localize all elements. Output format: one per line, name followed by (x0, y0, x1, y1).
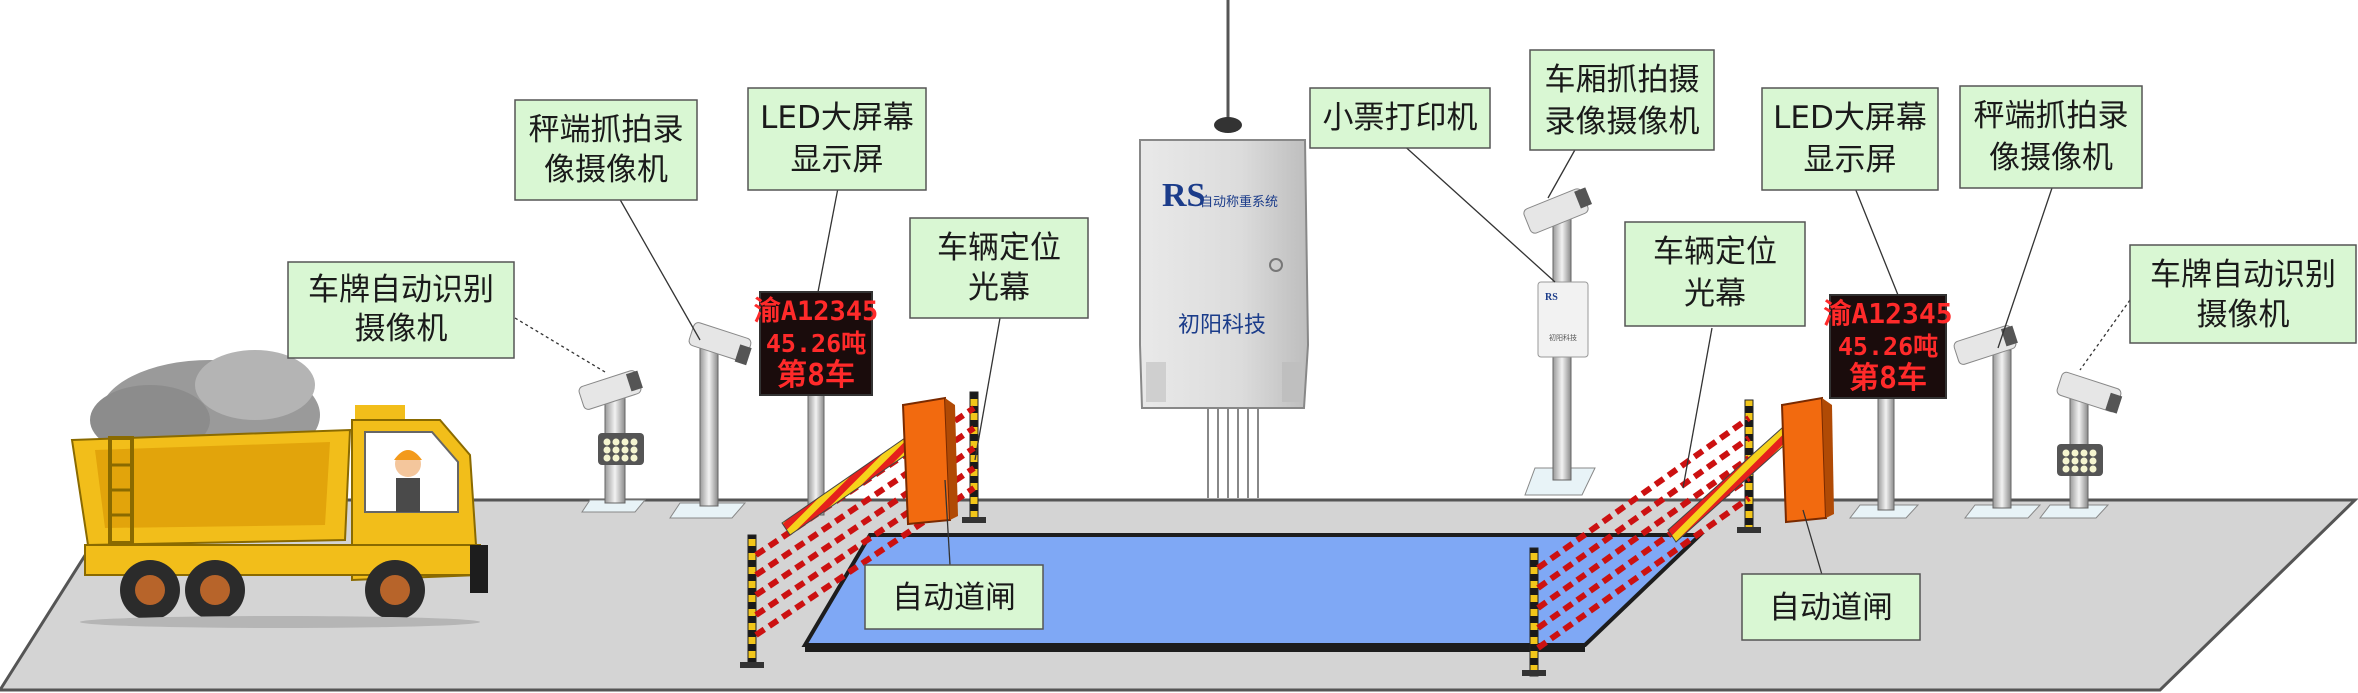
label-plate-camera-left: 车牌自动识别 摄像机 (287, 261, 515, 359)
svg-text:显示屏: 显示屏 (1804, 142, 1897, 178)
svg-text:摄像机: 摄像机 (355, 311, 448, 347)
label-plate-camera-right: 车牌自动识别 摄像机 (2129, 244, 2357, 344)
scale-platform-edge (805, 645, 1585, 652)
cabinet-system: 自动称重系统 (1200, 194, 1278, 210)
leader-lines (514, 141, 2131, 586)
svg-text:车辆定位: 车辆定位 (1653, 234, 1777, 270)
svg-text:秤端抓拍录: 秤端抓拍录 (1974, 98, 2129, 134)
led-right-carno: 第8车 (1849, 361, 1927, 396)
label-ticket-printer: 小票打印机 (1309, 87, 1491, 149)
svg-text:车辆定位: 车辆定位 (937, 230, 1061, 266)
label-light-curtain-right: 车辆定位 光幕 (1624, 221, 1806, 327)
label-end-camera-left: 秤端抓拍录 像摄像机 (514, 99, 698, 201)
svg-text:车厢抓拍摄: 车厢抓拍摄 (1545, 62, 1700, 98)
led-left-carno: 第8车 (777, 358, 855, 393)
label-barrier-right: 自动道闸 (1741, 573, 1921, 641)
svg-text:像摄像机: 像摄像机 (544, 152, 668, 188)
svg-text:LED大屏幕: LED大屏幕 (1773, 100, 1927, 136)
svg-text:车牌自动识别: 车牌自动识别 (2150, 257, 2336, 293)
ticket-printer-and-cargo-camera: RS 初阳科技 (1523, 187, 1596, 496)
led-left-weight: 45.26吨 (766, 329, 866, 358)
barrier-gate-right (1667, 396, 1834, 543)
cabinet-company: 初阳科技 (1178, 313, 1266, 338)
svg-text:光幕: 光幕 (968, 270, 1030, 306)
label-barrier-left: 自动道闸 (864, 564, 1044, 630)
svg-text:光幕: 光幕 (1684, 276, 1746, 312)
svg-text:秤端抓拍录: 秤端抓拍录 (529, 112, 684, 148)
svg-text:LED大屏幕: LED大屏幕 (760, 100, 914, 136)
plate-camera-right (2038, 371, 2123, 519)
led-right-weight: 45.26吨 (1838, 332, 1938, 361)
led-display-left: 渝A12345 45.26吨 第8车 (754, 291, 879, 516)
printer-company: 初阳科技 (1549, 333, 1577, 342)
svg-text:像摄像机: 像摄像机 (1989, 140, 2113, 176)
svg-text:自动道闸: 自动道闸 (1769, 590, 1893, 626)
end-camera-right (1953, 325, 2042, 519)
svg-text:显示屏: 显示屏 (791, 142, 884, 178)
label-end-camera-right: 秤端抓拍录 像摄像机 (1959, 85, 2143, 189)
led-right-plate: 渝A12345 (1823, 297, 1952, 330)
printer-brand: RS (1545, 292, 1558, 303)
led-display-right: 渝A12345 45.26吨 第8车 (1823, 294, 1953, 519)
svg-text:自动道闸: 自动道闸 (892, 580, 1016, 616)
plate-camera-left (578, 370, 647, 513)
led-left-plate: 渝A12345 (754, 295, 879, 327)
svg-text:车牌自动识别: 车牌自动识别 (308, 272, 494, 308)
barrier-gate-left (781, 396, 958, 536)
cabinet-brand: RS (1162, 177, 1205, 214)
svg-text:摄像机: 摄像机 (2197, 297, 2290, 333)
svg-text:录像摄像机: 录像摄像机 (1545, 104, 1700, 140)
control-cabinet: RS 自动称重系统 初阳科技 (1139, 0, 1310, 498)
dump-truck (70, 350, 488, 628)
label-light-curtain-left: 车辆定位 光幕 (909, 217, 1089, 319)
label-led-right: LED大屏幕 显示屏 (1761, 87, 1939, 191)
label-led-left: LED大屏幕 显示屏 (747, 87, 927, 191)
end-camera-left (669, 322, 752, 519)
label-cargo-camera: 车厢抓拍摄 录像摄像机 (1529, 49, 1715, 151)
svg-text:小票打印机: 小票打印机 (1323, 100, 1478, 136)
